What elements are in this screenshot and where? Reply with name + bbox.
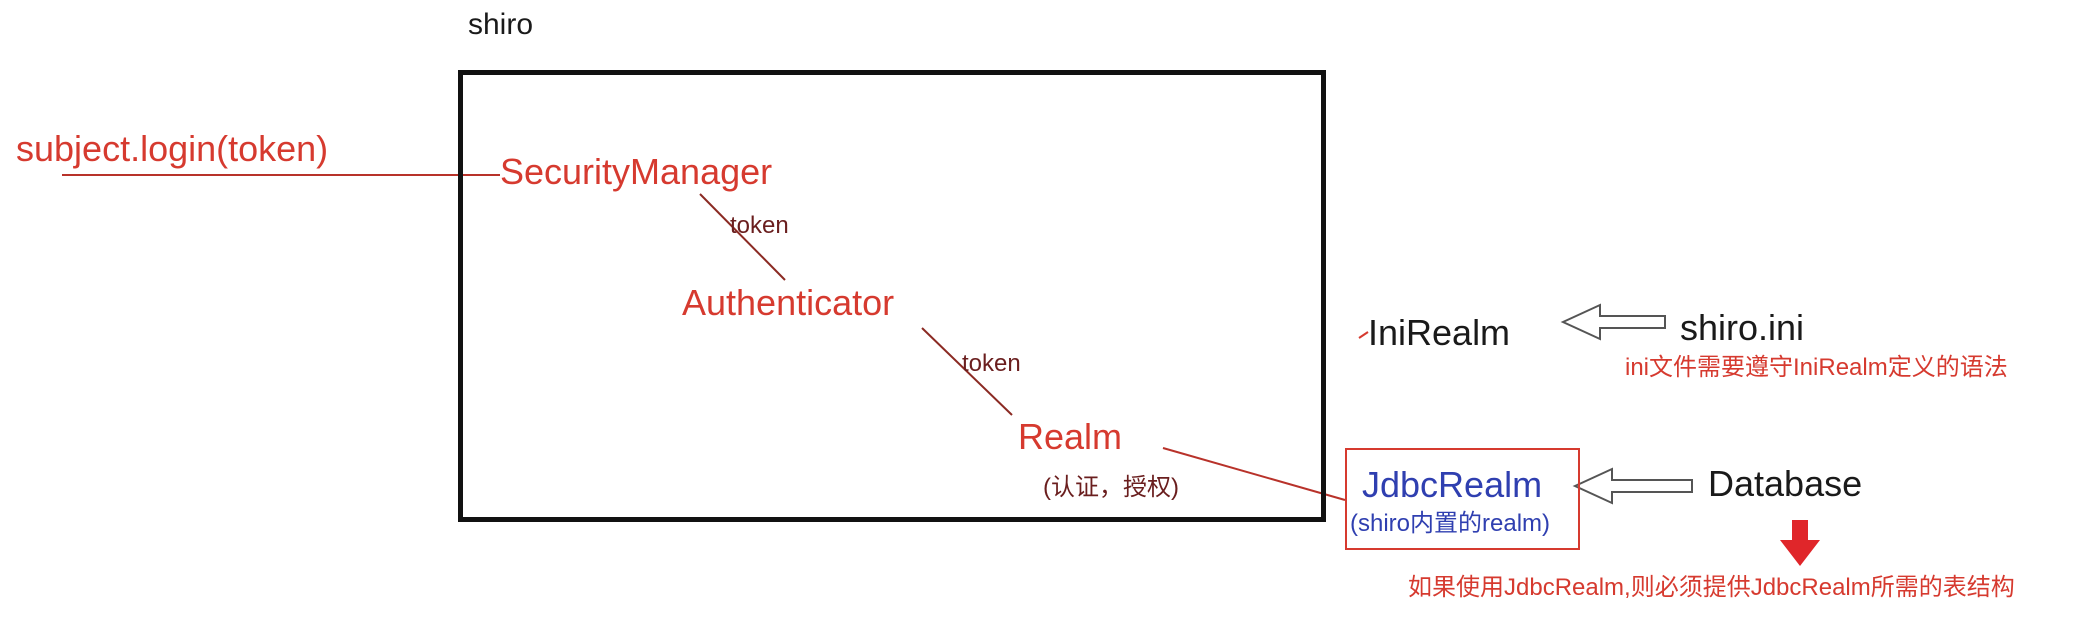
token-label-1: token <box>730 212 789 239</box>
realm-node: Realm <box>1018 416 1123 457</box>
realm-jdbc-connector <box>1162 447 1346 501</box>
db-arrow-icon <box>1572 467 1693 505</box>
shiro-ini-label: shiro.ini <box>1680 307 1805 348</box>
ini-arrow-icon <box>1560 303 1666 341</box>
shiro-boundary-box <box>458 70 1326 522</box>
jdbc-realm-node: JdbcRealm <box>1362 464 1543 505</box>
security-manager-node: SecurityManager <box>500 151 773 192</box>
down-arrow-icon <box>1780 520 1820 566</box>
auth-realm-connector <box>921 327 1013 416</box>
ini-note: ini文件需要遵守IniRealm定义的语法 <box>1625 354 2008 381</box>
database-label: Database <box>1708 463 1863 504</box>
caller-label: subject.login(token) <box>16 128 329 169</box>
diagram-title: shiro <box>468 8 534 41</box>
jdbc-requirement-note: 如果使用JdbcRealm,则必须提供JdbcRealm所需的表结构 <box>1408 574 2015 601</box>
jdbc-realm-box <box>1345 448 1580 550</box>
token-label-2: token <box>962 350 1021 377</box>
realm-note: (认证，授权) <box>1043 474 1179 501</box>
jdbc-realm-note: (shiro内置的realm) <box>1350 510 1551 537</box>
ini-tick <box>1358 331 1369 339</box>
sm-auth-connector <box>699 193 786 281</box>
authenticator-node: Authenticator <box>682 282 895 323</box>
ini-realm-node: IniRealm <box>1368 312 1511 353</box>
